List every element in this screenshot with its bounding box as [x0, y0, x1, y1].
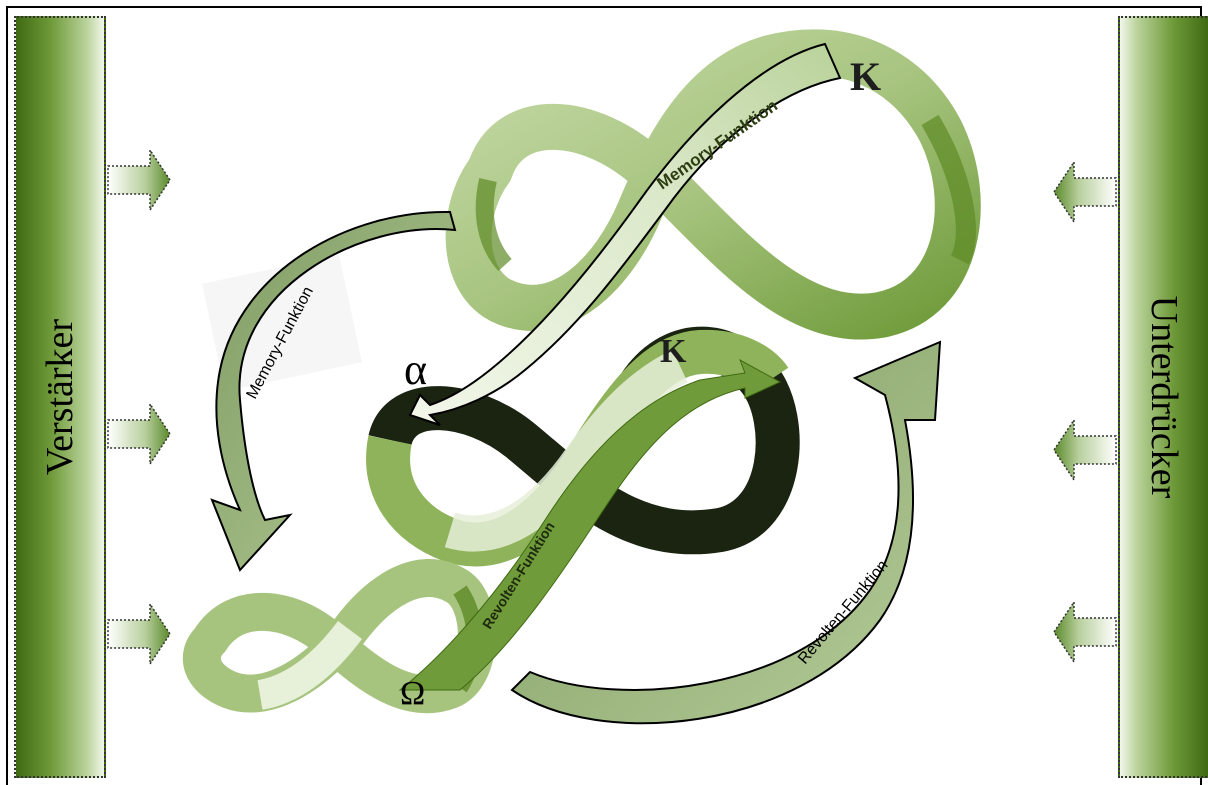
suppressor-arrow-bottom: [1053, 599, 1117, 665]
memory-ribbon-band: [408, 42, 842, 426]
suppressor-arrow-middle: [1053, 417, 1117, 483]
amplifier-arrow-top: [107, 147, 171, 213]
kappa-middle-label: K: [660, 333, 687, 370]
infinity-ribbon-top: [445, 29, 981, 340]
memory-curved-arrow: [210, 210, 457, 572]
amplifier-arrow-middle: [107, 401, 171, 467]
amplifier-arrow-bottom: [107, 601, 171, 667]
kappa-top-label: K: [850, 54, 881, 99]
suppressor-bar: Unterdrücker: [1118, 16, 1208, 778]
amplifier-bar: Verstärker: [14, 16, 106, 778]
omega-label: Ω: [400, 675, 425, 712]
alpha-label: α: [404, 345, 427, 394]
revolten-curved-arrow: [510, 340, 942, 725]
suppressor-arrow-top: [1053, 159, 1117, 225]
revolten-ribbon-band: [398, 358, 782, 691]
infinity-ribbon-middle: [366, 326, 800, 567]
